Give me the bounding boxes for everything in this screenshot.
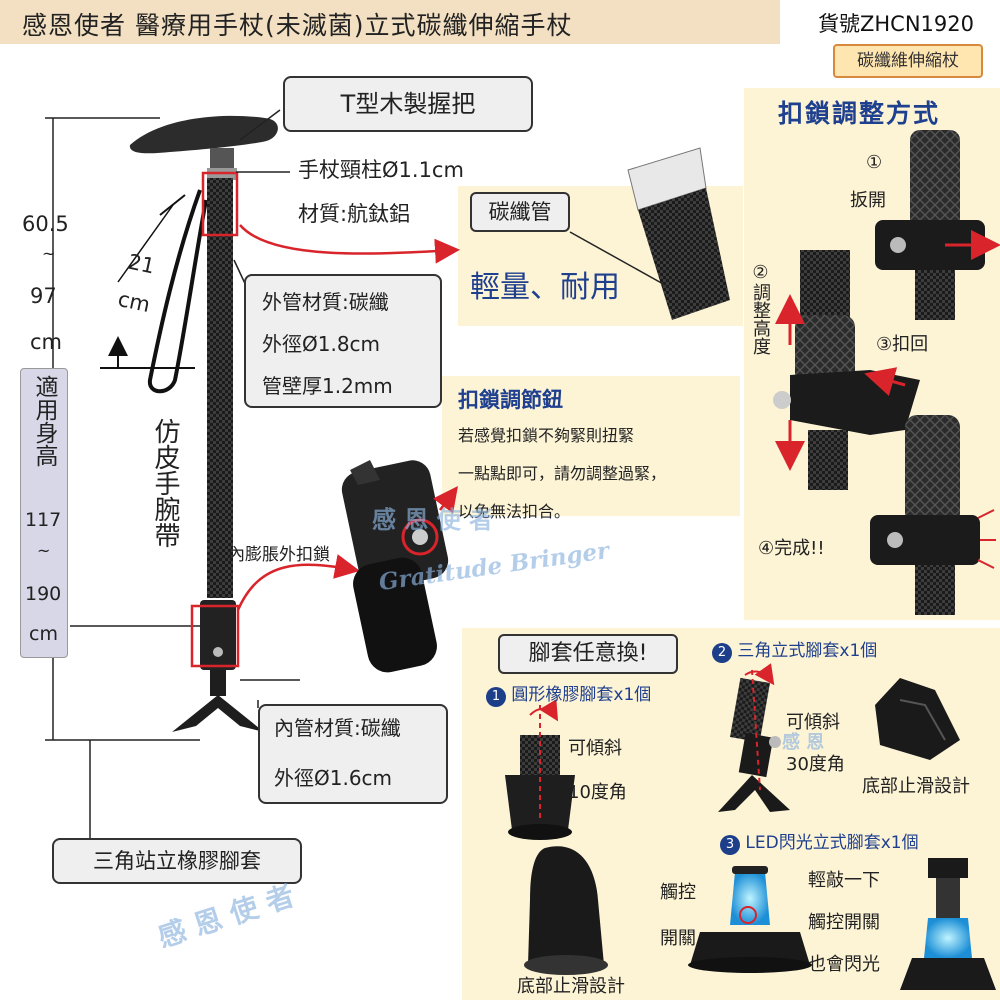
foot-1-angle: 10度角 xyxy=(568,782,627,803)
tap-label-2: 觸控開關 xyxy=(808,912,880,933)
product-tag: 碳纖維伸縮杖 xyxy=(833,44,983,78)
height-min: 117 xyxy=(25,509,62,531)
foot-1-tilt: 可傾斜 xyxy=(568,738,622,759)
strap-label: 仿皮手腕帶 xyxy=(150,418,180,548)
segment-value: 21 xyxy=(125,249,157,279)
foot-2-angle: 30度角 xyxy=(786,754,845,775)
height-unit: cm xyxy=(29,623,58,645)
handle-label: T型木製握把 xyxy=(340,90,476,118)
carbon-label-box: 碳纖管 xyxy=(470,192,570,232)
lock-step4-label: ④完成!! xyxy=(758,538,825,559)
lock-step3-label: ③扣回 xyxy=(876,334,929,355)
lock-panel-title: 扣鎖調整方式 xyxy=(778,99,941,128)
inner-tube-box: 內管材質:碳纖 外徑Ø1.6cm xyxy=(258,704,448,804)
inner-material: 內管材質:碳纖 xyxy=(274,716,401,740)
neck-material: 材質:航鈦鋁 xyxy=(298,202,411,226)
foot-option-2: 2 三角立式腳套x1個 xyxy=(712,636,877,663)
foot-2-watermark: 感 恩 xyxy=(782,732,825,753)
foot-1-bottom: 底部止滑設計 xyxy=(517,976,625,997)
height-max: 190 xyxy=(25,583,62,605)
length-tilde: ~ xyxy=(42,244,56,263)
tap-label-3: 也會閃光 xyxy=(808,954,880,975)
carbon-label: 碳纖管 xyxy=(488,200,552,224)
outer-diameter: 外徑Ø1.8cm xyxy=(262,332,381,356)
foot-option-1-label: 圓形橡膠腳套x1個 xyxy=(511,685,652,705)
knob-title: 扣鎖調節鈕 xyxy=(458,388,563,412)
handle-label-box: T型木製握把 xyxy=(283,76,533,132)
length-unit: cm xyxy=(30,330,63,354)
lock-step2-label: ②調整高度 xyxy=(750,262,771,355)
foot-option-3-num: 3 xyxy=(720,835,740,855)
outer-tube-box: 外管材質:碳纖 外徑Ø1.8cm 管壁厚1.2mm xyxy=(244,274,442,408)
foot-option-1: 1 圓形橡膠腳套x1個 xyxy=(486,680,651,707)
feet-title: 腳套任意換! xyxy=(528,641,648,666)
foot-option-2-num: 2 xyxy=(712,643,732,663)
height-label: 適用身高 xyxy=(31,375,57,467)
foot-2-tilt: 可傾斜 xyxy=(786,712,840,733)
lock-step1-label: 扳開 xyxy=(850,190,886,211)
knob-watermark-cn: 感 恩 使 者 xyxy=(372,506,494,534)
foot-label-box: 三角站立橡膠腳套 xyxy=(52,838,302,884)
knob-line-1: 若感覺扣鎖不夠緊則扭緊 xyxy=(458,426,635,445)
knob-line-2: 一點點即可，請勿調整過緊， xyxy=(458,464,667,483)
height-range-box: 適用身高 117 ~ 190 cm xyxy=(20,368,68,658)
length-value: 60.5 xyxy=(22,212,69,236)
knob-panel-bg xyxy=(442,376,740,516)
foot-option-1-num: 1 xyxy=(486,687,506,707)
lock-step1-num: ① xyxy=(866,152,883,173)
height-tilde: ~ xyxy=(37,541,51,560)
touch-label-2: 開關 xyxy=(660,928,696,949)
item-number: 貨號ZHCN1920 xyxy=(818,12,974,36)
tap-label-1: 輕敲一下 xyxy=(808,870,880,891)
foot-option-3: 3 LED閃光立式腳套x1個 xyxy=(720,828,919,855)
title-bar xyxy=(0,0,780,44)
knob-line-3: 以免無法扣合。 xyxy=(458,502,571,521)
foot-label: 三角站立橡膠腳套 xyxy=(93,849,261,873)
length-max: 97 xyxy=(30,284,57,308)
neck-spec: 手杖頸柱Ø1.1cm xyxy=(298,158,464,182)
touch-label-1: 觸控 xyxy=(660,882,696,903)
inner-lock-label: 內膨脹外扣鎖 xyxy=(228,545,330,565)
outer-wall: 管壁厚1.2mm xyxy=(262,374,393,398)
page-title: 感恩使者 醫療用手杖(未滅菌)立式碳纖伸縮手杖 xyxy=(22,11,573,40)
foot-2-bottom: 底部止滑設計 xyxy=(862,776,970,797)
carbon-slogan: 輕量、耐用 xyxy=(470,270,620,305)
inner-diameter: 外徑Ø1.6cm xyxy=(274,766,393,790)
outer-material: 外管材質:碳纖 xyxy=(262,290,389,314)
foot-option-3-label: LED閃光立式腳套x1個 xyxy=(745,833,919,853)
foot-option-2-label: 三角立式腳套x1個 xyxy=(737,641,878,661)
feet-title-box: 腳套任意換! xyxy=(498,634,678,674)
